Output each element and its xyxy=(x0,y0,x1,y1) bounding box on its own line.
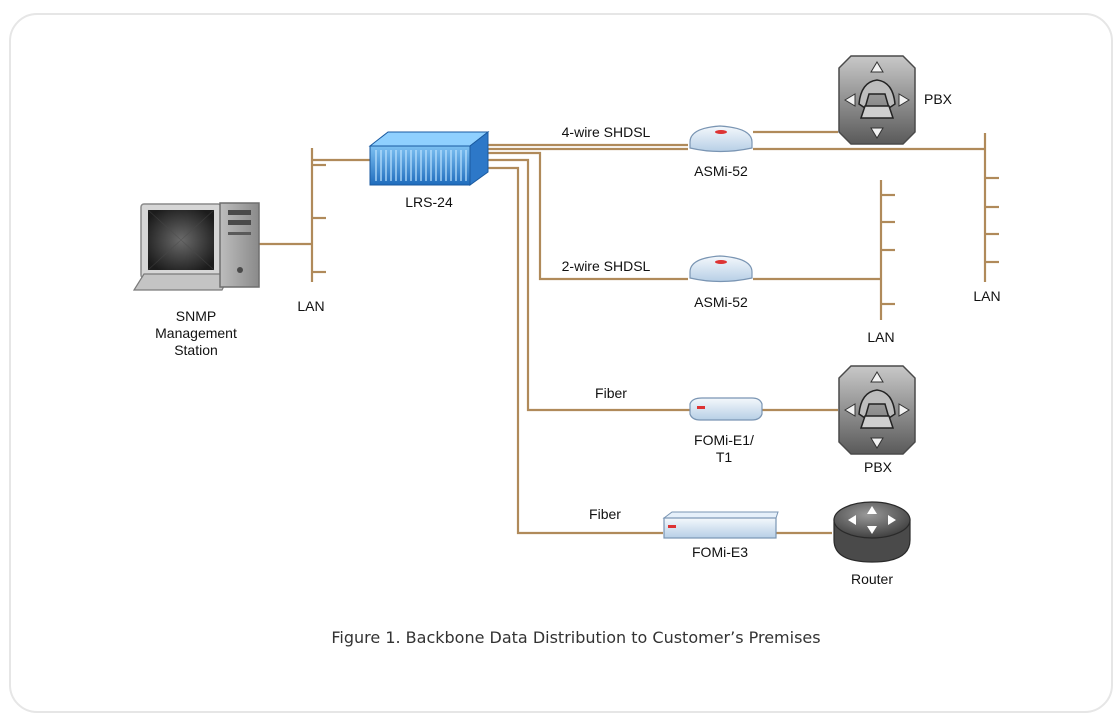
station-label-line-3: Station xyxy=(174,342,218,358)
link-2wire-label: 2-wire SHDSL xyxy=(562,258,651,274)
fomi-modem-icon xyxy=(662,511,779,539)
router-icon xyxy=(833,501,911,563)
fomi-modem-icon xyxy=(689,397,763,421)
fomi-e1-label-line-2: T1 xyxy=(716,449,733,465)
figure-frame xyxy=(9,13,1113,713)
figure-caption: Figure 1. Backbone Data Distribution to … xyxy=(331,628,820,647)
lan-mid-label: LAN xyxy=(867,329,894,345)
pbx-top-label: PBX xyxy=(924,91,953,107)
lrs24-rack-icon xyxy=(368,130,490,186)
asmi52-modem-icon xyxy=(689,125,753,153)
cable-fiber1 xyxy=(484,158,690,412)
pbx-bottom-label: PBX xyxy=(864,459,893,475)
router-arrows xyxy=(848,506,896,534)
station-label-line-1: SNMP xyxy=(176,308,216,324)
cable-fiber2 xyxy=(484,166,663,535)
asmi52-top-label: ASMi-52 xyxy=(694,163,748,179)
fomi-e1-label-line-1: FOMi-E1/ xyxy=(694,432,754,448)
labels: SNMP Management Station LAN LRS-24 4-wir… xyxy=(155,91,1000,647)
fomi-e3-label: FOMi-E3 xyxy=(692,544,748,560)
network-diagram: SNMP Management Station LAN LRS-24 4-wir… xyxy=(132,55,1001,647)
lan-far-right-label: LAN xyxy=(973,288,1000,304)
computer-icon xyxy=(132,202,260,291)
link-fiber2-label: Fiber xyxy=(589,506,621,522)
cable-2wire xyxy=(484,151,688,281)
link-4wire-label: 4-wire SHDSL xyxy=(562,124,651,140)
station-label-line-2: Management xyxy=(155,325,237,341)
pbx-icon xyxy=(838,55,916,145)
cables xyxy=(259,130,999,535)
asmi52-modem-icon xyxy=(689,255,753,283)
router-label: Router xyxy=(851,571,893,587)
diagram-canvas: SNMP Management Station LAN LRS-24 4-wir… xyxy=(9,13,1113,713)
pbx-icon xyxy=(838,365,916,455)
link-fiber1-label: Fiber xyxy=(595,385,627,401)
lan-left-label: LAN xyxy=(297,298,324,314)
asmi52-mid-label: ASMi-52 xyxy=(694,294,748,310)
lrs24-label: LRS-24 xyxy=(405,194,453,210)
rack-slots xyxy=(375,150,467,181)
